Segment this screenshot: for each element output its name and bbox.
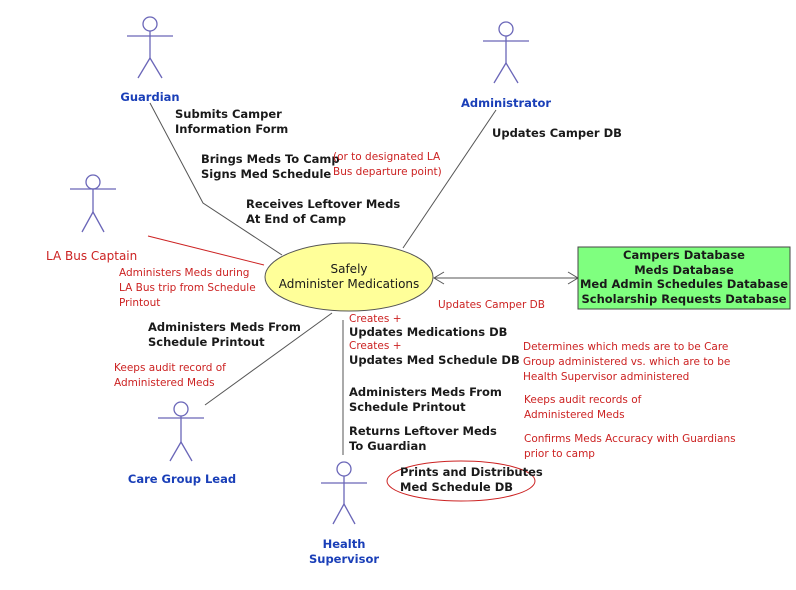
database-box: [577, 246, 791, 310]
guardian-association-line: [149, 102, 283, 256]
administrator-updates-label: Updates Camper DB: [492, 126, 622, 140]
hs-audit-note: Keeps audit records of Administered Meds: [524, 394, 642, 421]
updates-med-schedule-label: Updates Med Schedule DB: [349, 353, 520, 367]
care-group-audit-note: Keeps audit record of Administered Meds: [114, 362, 226, 389]
database-link-note: Updates Camper DB: [438, 299, 545, 311]
health-supervisor-administers-label: Administers Meds From Schedule Printout: [349, 385, 502, 414]
care-group-association-line: [204, 312, 333, 406]
use-case-ellipse: [264, 242, 434, 312]
database-box-label: Campers Database Meds Database Med Admin…: [579, 248, 789, 306]
guardian-receives-label: Receives Leftover Meds At End of Camp: [246, 197, 401, 226]
creates-note-2: Creates +: [349, 340, 402, 352]
health-supervisor-name: Health Supervisor: [308, 537, 380, 566]
guardian-brings-note: (or to designated LA Bus departure point…: [333, 151, 442, 178]
use-case-label: Safely Administer Medications: [278, 262, 420, 291]
care-group-lead-actor-icon: [158, 401, 204, 462]
guardian-brings-label: Brings Meds To Camp Signs Med Schedule: [201, 152, 340, 181]
database-link-arrow-left: [433, 271, 445, 285]
administrator-association-line: [402, 109, 497, 249]
la-bus-captain-name: LA Bus Captain: [46, 249, 138, 263]
la-bus-captain-actor-icon: [70, 174, 116, 233]
care-group-administers-label: Administers Meds From Schedule Printout: [148, 320, 301, 349]
prints-highlight-ellipse: [386, 460, 536, 502]
health-supervisor-actor-icon: [321, 461, 367, 525]
creates-note-1: Creates +: [349, 313, 402, 325]
determines-note: Determines which meds are to be Care Gro…: [523, 341, 731, 383]
bus-captain-administers-note: Administers Meds during LA Bus trip from…: [119, 267, 256, 309]
administrator-actor-icon: [483, 21, 529, 84]
confirms-note: Confirms Meds Accuracy with Guardians pr…: [524, 433, 736, 460]
updates-medications-label: Updates Medications DB: [349, 325, 508, 339]
bus-captain-association-line: [147, 235, 265, 266]
guardian-name: Guardian: [120, 90, 180, 104]
care-group-lead-name: Care Group Lead: [127, 472, 237, 486]
administrator-name: Administrator: [460, 96, 552, 110]
returns-leftover-label: Returns Leftover Meds To Guardian: [349, 424, 497, 453]
prints-distributes-label: Prints and Distributes Med Schedule DB: [400, 465, 543, 494]
guardian-actor-icon: [127, 16, 173, 79]
guardian-submits-label: Submits Camper Information Form: [175, 107, 289, 136]
